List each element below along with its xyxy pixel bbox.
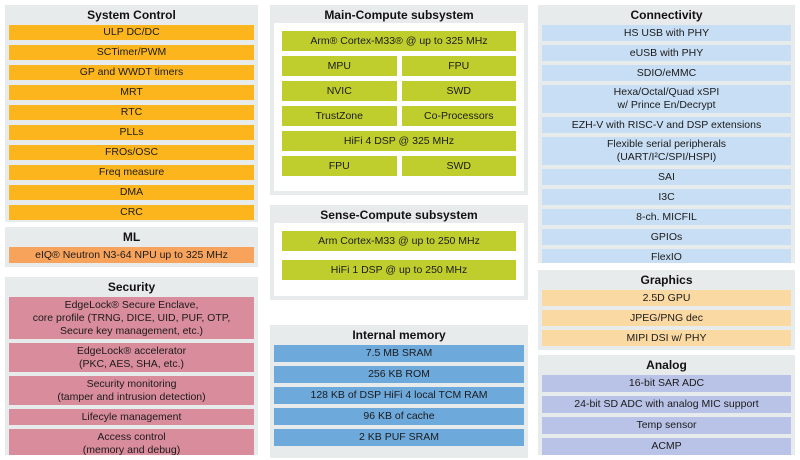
block-fpu: FPU: [282, 156, 397, 176]
block-96-kb-of-cache: 96 KB of cache: [274, 408, 524, 425]
block-eusb-with-phy: eUSB with PHY: [542, 45, 791, 61]
block-fpu: FPU: [401, 56, 516, 76]
section-connectivity: Connectivity HS USB with PHY eUSB with PHY…: [538, 5, 795, 263]
section-title-internal-memory: Internal memory: [352, 328, 446, 342]
block-access-control-memory-and-debug: Access control (memory and debug): [9, 429, 254, 455]
block-crc: CRC: [9, 205, 254, 220]
block-eiq-neutron-n3-64-npu-up-to-325-mhz: eIQ® Neutron N3-64 NPU up to 325 MHz: [9, 247, 254, 263]
block-gp-and-wwdt-timers: GP and WWDT timers: [9, 65, 254, 80]
column-right: Connectivity HS USB with PHY eUSB with PHY…: [538, 5, 795, 455]
block-mipi-dsi-w-phy: MIPI DSI w/ PHY: [542, 330, 791, 346]
block-swd: SWD: [401, 156, 516, 176]
block-security-monitoring-tamper-and-intrusion: Security monitoring (tamper and intrusio…: [9, 376, 254, 405]
section-title-connectivity: Connectivity: [630, 8, 703, 22]
block-ulp-dc-dc: ULP DC/DC: [9, 25, 254, 40]
section-title-graphics: Graphics: [640, 273, 693, 287]
block-stack: 16-bit SAR ADC 24-bit SD ADC with analog …: [542, 373, 791, 455]
block-hs-usb-with-phy: HS USB with PHY: [542, 25, 791, 41]
block-mrt: MRT: [9, 85, 254, 100]
section-title-analog: Analog: [646, 358, 687, 372]
block-jpeg-png-dec: JPEG/PNG dec: [542, 310, 791, 326]
block-16-bit-sar-adc: 16-bit SAR ADC: [542, 375, 791, 392]
block-co-processors: Co-Processors: [401, 106, 516, 126]
block-hifi-1-dsp-up-to-250-mhz: HiFi 1 DSP @ up to 250 MHz: [282, 260, 516, 280]
block-freq-measure: Freq measure: [9, 165, 254, 180]
block-lifecyle-management: Lifecyle management: [9, 409, 254, 425]
block-trustzone: TrustZone: [282, 106, 397, 126]
block-128-kb-of-dsp-hifi-4-local-tcm-ram: 128 KB of DSP HiFi 4 local TCM RAM: [274, 387, 524, 404]
section-title-sense-compute-subsystem: Sense-Compute subsystem: [320, 208, 478, 222]
block-dma: DMA: [9, 185, 254, 200]
block-sai: SAI: [542, 169, 791, 185]
block-8-ch-micfil: 8-ch. MICFIL: [542, 209, 791, 225]
block-arm-cortex-m33-up-to-325-mhz: Arm® Cortex-M33® @ up to 325 MHz: [282, 31, 516, 51]
section-title-ml: ML: [122, 230, 141, 244]
section-ml: ML eIQ® Neutron N3-64 NPU up to 325 MHz: [5, 227, 258, 267]
block-fros-osc: FROs/OSC: [9, 145, 254, 160]
block-2-kb-puf-sram: 2 KB PUF SRAM: [274, 429, 524, 446]
block-stack: EdgeLock® Secure Enclave, core profile (…: [9, 295, 254, 455]
block-flexible-serial-peripherals-uart-i-c-spi: Flexible serial peripherals (UART/I²C/SP…: [542, 137, 791, 165]
block-acmp: ACMP: [542, 438, 791, 455]
block-hifi-4-dsp-325-mhz: HiFi 4 DSP @ 325 MHz: [282, 131, 516, 151]
block-256-kb-rom: 256 KB ROM: [274, 366, 524, 383]
block-gpios: GPIOs: [542, 229, 791, 245]
block-sctimer-pwm: SCTimer/PWM: [9, 45, 254, 60]
block-24-bit-sd-adc-with-analog-mic-support: 24-bit SD ADC with analog MIC support: [542, 396, 791, 413]
block-hexa-octal-quad-xspi-w-prince-en-decrypt: Hexa/Octal/Quad xSPI w/ Prince En/Decryp…: [542, 85, 791, 113]
section-title-security: Security: [107, 280, 156, 294]
block-ezh-v-with-risc-v-and-dsp-extensions: EZH-V with RISC-V and DSP extensions: [542, 117, 791, 133]
block-nvic: NVIC: [282, 81, 397, 101]
block-rtc: RTC: [9, 105, 254, 120]
block-flexio: FlexIO: [542, 249, 791, 263]
block-stack: eIQ® Neutron N3-64 NPU up to 325 MHz: [9, 245, 254, 263]
block-edgelock-accelerator-pkc-aes-sha-etc: EdgeLock® accelerator (PKC, AES, SHA, et…: [9, 343, 254, 372]
section-analog: Analog 16-bit SAR ADC 24-bit SD ADC with a…: [538, 355, 795, 455]
block-stack: HS USB with PHY eUSB with PHY SDIO/eMMC Hex…: [542, 23, 791, 263]
block-i3c: I3C: [542, 189, 791, 205]
block-mpu: MPU: [282, 56, 397, 76]
block-arm-cortex-m33-up-to-250-mhz: Arm Cortex-M33 @ up to 250 MHz: [282, 231, 516, 251]
block-2-5d-gpu: 2.5D GPU: [542, 290, 791, 306]
block-stack: 7.5 MB SRAM 256 KB ROM 128 KB of DSP HiFi …: [274, 343, 524, 454]
section-internal-memory: Internal memory 7.5 MB SRAM 256 KB ROM 128 …: [270, 325, 528, 458]
block-7-5-mb-sram: 7.5 MB SRAM: [274, 345, 524, 362]
block-edgelock-secure-enclave-core-profile-trn: EdgeLock® Secure Enclave, core profile (…: [9, 297, 254, 339]
block-sdio-emmc: SDIO/eMMC: [542, 65, 791, 81]
block-swd: SWD: [401, 81, 516, 101]
section-title-system-control: System Control: [87, 8, 176, 22]
section-title-main-compute-subsystem: Main-Compute subsystem: [324, 8, 474, 22]
block-plls: PLLs: [9, 125, 254, 140]
block-temp-sensor: Temp sensor: [542, 417, 791, 434]
